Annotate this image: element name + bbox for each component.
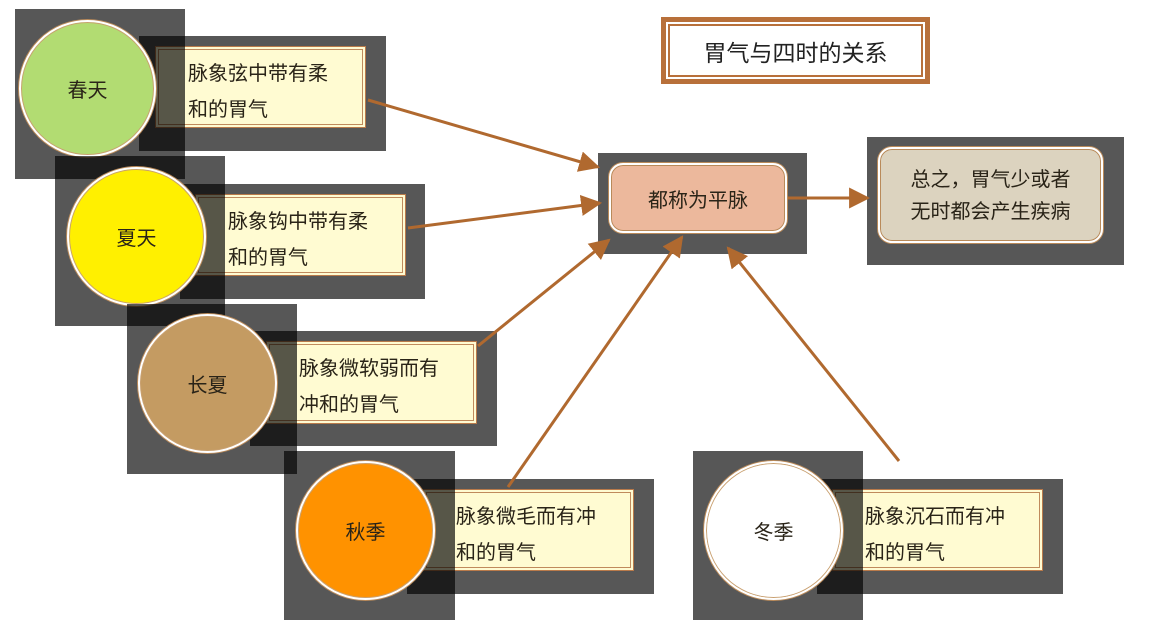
center-node-label: 都称为平脉 [648,187,748,212]
center-node: 都称为平脉 [609,163,787,233]
season-label: 春天 [67,78,108,102]
desc-line: 脉象沉石而有冲 [865,504,1005,528]
season-circle-winter: 冬季 [704,461,843,600]
arrow-late-summer [477,238,611,348]
arrow-summer [407,195,603,230]
desc-line: 脉象微毛而有冲 [456,504,596,528]
season-circle-autumn: 秋季 [296,461,435,600]
season-circle-late-summer: 长夏 [138,314,277,453]
desc-line: 和的胃气 [865,540,945,564]
season-label: 冬季 [753,520,794,544]
season-desc-spring: 脉象弦中带有柔和的胃气 [155,46,366,128]
desc-line: 脉象微软弱而有 [299,356,439,380]
desc-line: 脉象钩中带有柔 [228,209,368,233]
season-desc-late-summer: 脉象微软弱而有冲和的胃气 [266,341,477,424]
season-desc-autumn: 脉象微毛而有冲和的胃气 [423,489,634,571]
desc-line: 和的胃气 [456,540,536,564]
conclusion-line: 无时都会产生疾病 [910,199,1071,223]
season-circle-summer: 夏天 [67,167,206,306]
conclusion-node: 总之，胃气少或者无时都会产生疾病 [878,147,1103,243]
arrow-winter [726,246,901,462]
season-desc-winter: 脉象沉石而有冲和的胃气 [832,489,1043,571]
season-label: 长夏 [187,373,228,397]
desc-line: 和的胃气 [188,97,268,121]
diagram-title: 胃气与四时的关系 [661,17,930,84]
season-label: 夏天 [116,226,157,250]
conclusion-line: 总之，胃气少或者 [910,167,1071,191]
season-label: 秋季 [345,520,386,544]
arrow-autumn [506,235,684,488]
desc-line: 脉象弦中带有柔 [188,61,328,85]
desc-line: 和的胃气 [228,245,308,269]
arrow-spring [367,98,601,172]
season-desc-summer: 脉象钩中带有柔和的胃气 [195,194,406,276]
desc-line: 冲和的胃气 [299,392,399,416]
